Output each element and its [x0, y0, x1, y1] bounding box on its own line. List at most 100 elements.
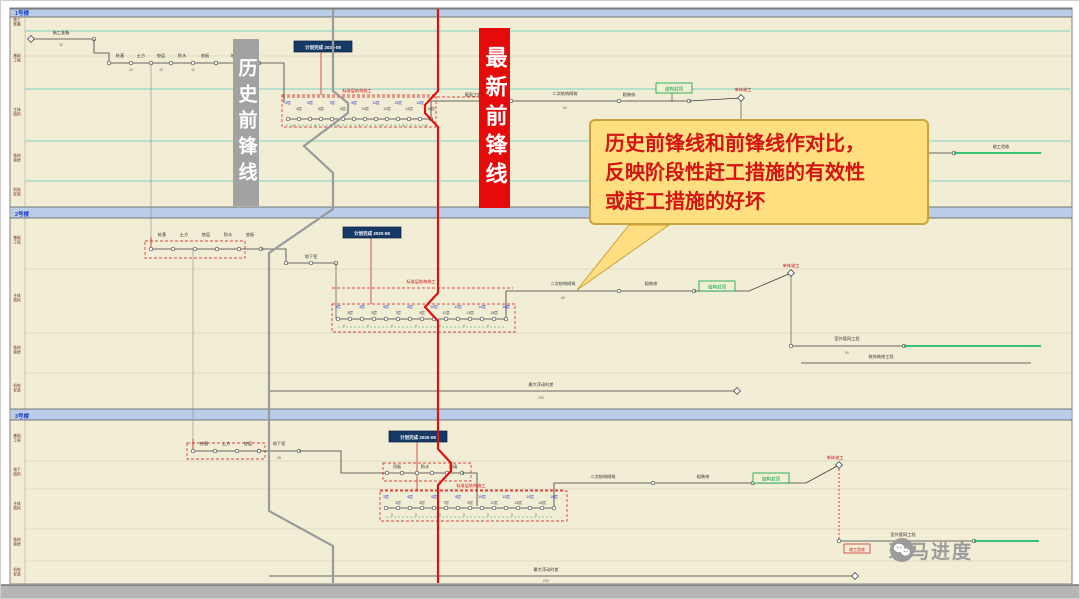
task-node[interactable]	[431, 505, 437, 511]
task-node[interactable]	[190, 60, 196, 66]
milestone-diamond[interactable]	[27, 35, 35, 43]
milestone-diamond[interactable]	[787, 269, 795, 277]
task-node[interactable]	[419, 316, 425, 322]
cycle-group-box[interactable]	[379, 490, 568, 522]
task-label: 防水	[421, 463, 430, 470]
task-node[interactable]	[383, 316, 389, 322]
task-node[interactable]	[236, 246, 242, 252]
task-node[interactable]	[128, 60, 134, 66]
task-link[interactable]	[505, 290, 619, 319]
task-node[interactable]	[503, 505, 509, 511]
topping-out-box[interactable]	[752, 472, 790, 484]
task-node[interactable]	[170, 246, 176, 252]
task-node[interactable]	[395, 116, 401, 122]
task-link[interactable]	[688, 97, 742, 102]
task-node[interactable]	[527, 505, 533, 511]
task-node[interactable]	[399, 470, 405, 476]
task-link[interactable]	[261, 248, 287, 263]
task-node[interactable]	[335, 316, 341, 322]
floor-label: 6层	[431, 494, 437, 499]
task-node[interactable]	[491, 316, 497, 322]
task-node[interactable]	[395, 505, 401, 511]
row-header-label: 机电安装	[13, 567, 21, 577]
task-node[interactable]	[362, 116, 368, 122]
task-node[interactable]	[406, 116, 412, 122]
task-node[interactable]	[467, 505, 473, 511]
task-link[interactable]	[299, 450, 387, 474]
task-node[interactable]	[285, 116, 291, 122]
latest-front-line[interactable]	[423, 9, 453, 583]
task-node[interactable]	[148, 246, 154, 252]
plan-finish-box[interactable]	[388, 430, 448, 443]
task-node[interactable]	[455, 316, 461, 322]
task-node[interactable]	[479, 316, 485, 322]
plan-finish-box[interactable]	[342, 226, 402, 239]
task-node[interactable]	[414, 470, 420, 476]
plan-finish-box[interactable]	[293, 40, 353, 53]
task-node[interactable]	[351, 116, 357, 122]
task-node[interactable]	[347, 316, 353, 322]
task-node[interactable]	[168, 60, 174, 66]
task-node[interactable]	[503, 316, 509, 322]
task-node[interactable]	[106, 60, 112, 66]
cycle-group-box[interactable]	[281, 94, 437, 128]
topping-out-box[interactable]	[655, 82, 693, 94]
completion-box[interactable]	[843, 543, 871, 554]
task-node[interactable]	[384, 470, 390, 476]
task-link[interactable]	[553, 482, 653, 508]
task-node[interactable]	[616, 288, 622, 294]
task-node[interactable]	[407, 316, 413, 322]
task-group-box[interactable]	[144, 240, 246, 259]
task-node[interactable]	[213, 60, 219, 66]
task-node[interactable]	[515, 505, 521, 511]
topping-out-box[interactable]	[698, 280, 736, 292]
task-group-box[interactable]	[186, 442, 266, 460]
task-node[interactable]	[417, 116, 423, 122]
task-node[interactable]	[455, 505, 461, 511]
task-node[interactable]	[650, 480, 656, 486]
task-node[interactable]	[371, 316, 377, 322]
task-node[interactable]	[192, 246, 198, 252]
task-node[interactable]	[443, 505, 449, 511]
task-node[interactable]	[616, 98, 622, 104]
task-node[interactable]	[234, 448, 240, 454]
task-node[interactable]	[836, 538, 842, 544]
latest-front-line-text: 最新前锋线	[482, 45, 508, 191]
task-node[interactable]	[307, 116, 313, 122]
task-node[interactable]	[551, 505, 557, 511]
task-node[interactable]	[491, 505, 497, 511]
task-link[interactable]	[259, 62, 285, 103]
task-node[interactable]	[212, 448, 218, 454]
task-node[interactable]	[395, 316, 401, 322]
milestone-diamond[interactable]	[835, 461, 843, 469]
task-link[interactable]	[93, 39, 110, 63]
task-node[interactable]	[214, 246, 220, 252]
task-node[interactable]	[467, 316, 473, 322]
task-node[interactable]	[190, 448, 196, 454]
task-link[interactable]	[462, 472, 478, 506]
cycle-group-box[interactable]	[331, 303, 516, 333]
task-node[interactable]	[373, 116, 379, 122]
task-node[interactable]	[429, 470, 435, 476]
task-node[interactable]	[359, 316, 365, 322]
task-node[interactable]	[539, 505, 545, 511]
task-node[interactable]	[383, 505, 389, 511]
task-node[interactable]	[283, 260, 289, 266]
task-node[interactable]	[407, 505, 413, 511]
task-node[interactable]	[256, 448, 262, 454]
task-node[interactable]	[788, 343, 794, 349]
task-node[interactable]	[296, 116, 302, 122]
task-node[interactable]	[419, 505, 425, 511]
task-node[interactable]	[329, 116, 335, 122]
task-node[interactable]	[443, 316, 449, 322]
historical-front-line[interactable]	[267, 9, 350, 583]
task-node[interactable]	[308, 260, 314, 266]
task-node[interactable]	[479, 505, 485, 511]
milestone-diamond[interactable]	[737, 94, 745, 102]
task-node[interactable]	[318, 116, 324, 122]
milestone-diamond[interactable]	[733, 387, 741, 395]
milestone-diamond[interactable]	[851, 572, 859, 580]
task-node[interactable]	[384, 116, 390, 122]
task-group-box[interactable]	[382, 462, 472, 482]
